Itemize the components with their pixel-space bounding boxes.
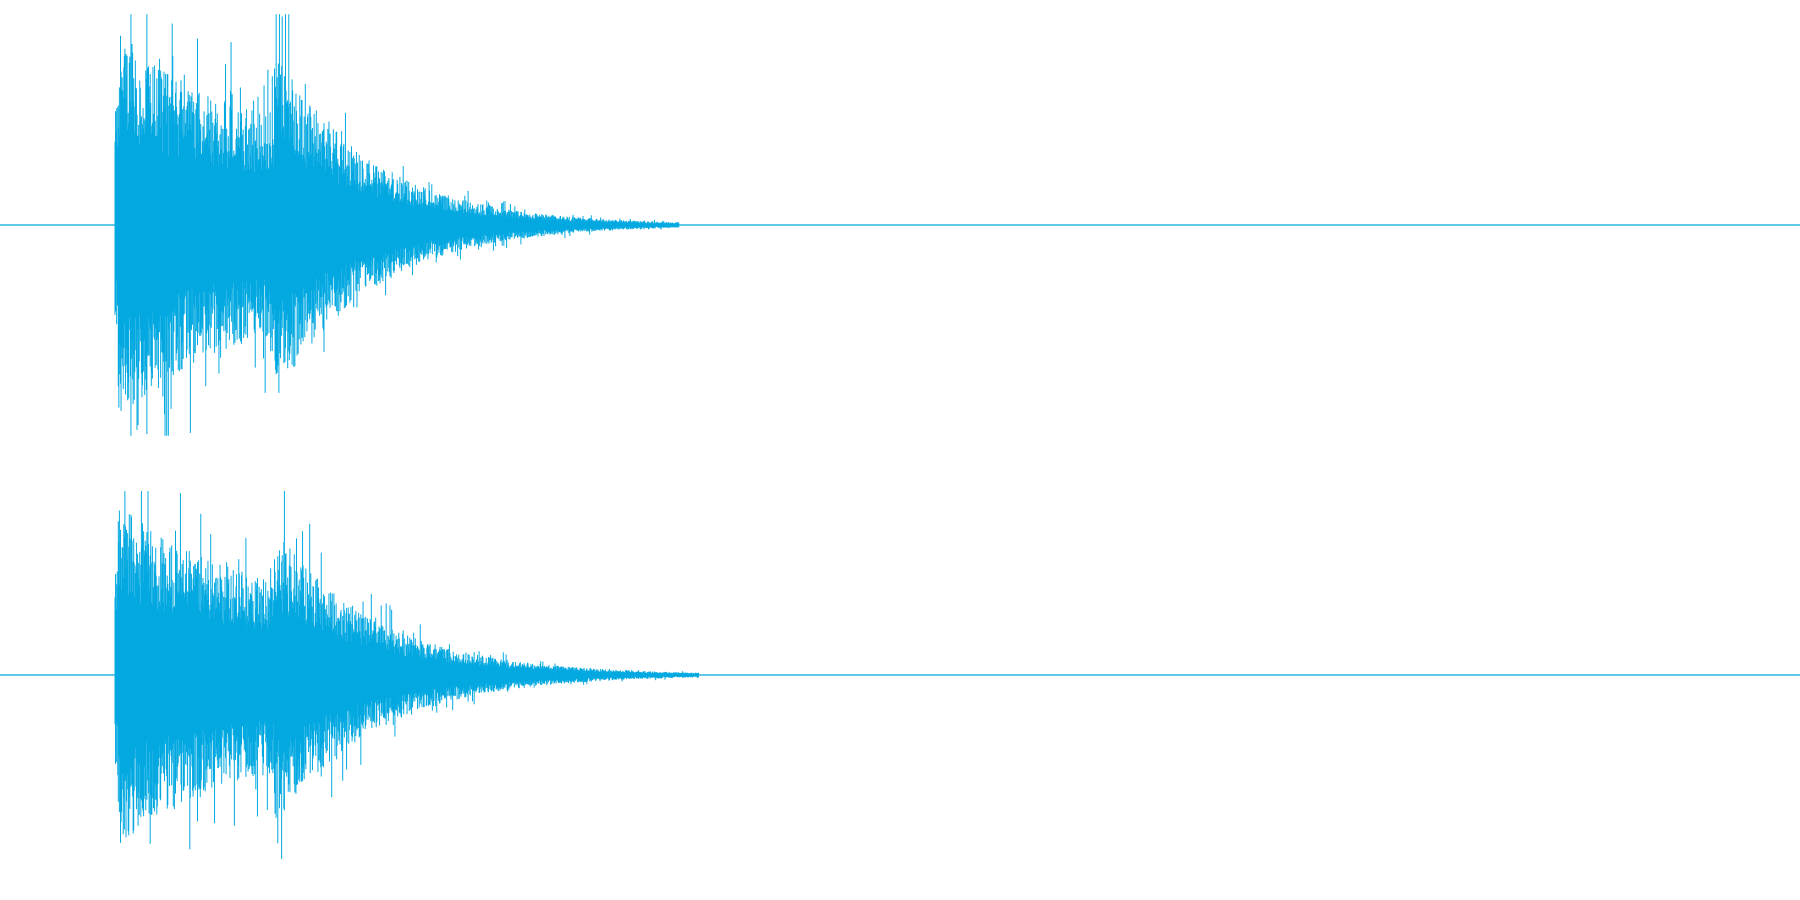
channel-top-waveform[interactable] — [0, 14, 1800, 436]
channel-top-samples — [114, 14, 680, 436]
channel-bottom-samples — [114, 491, 700, 859]
channel-bottom-waveform[interactable] — [0, 491, 1800, 859]
